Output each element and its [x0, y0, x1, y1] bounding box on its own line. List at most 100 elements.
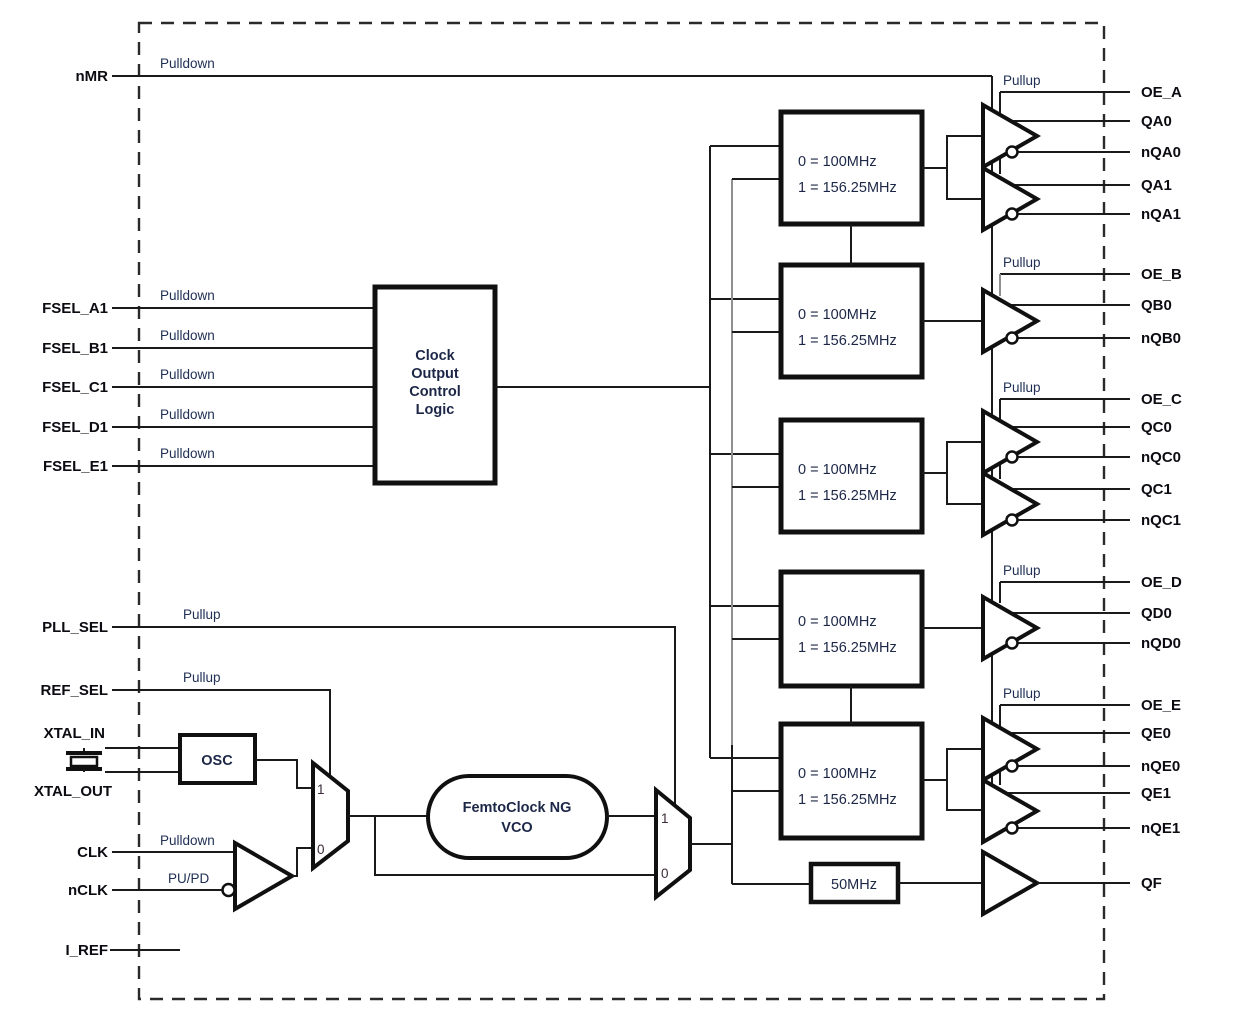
- pin-qc1: QC1: [1141, 481, 1172, 498]
- mux1-input-0-label: 0: [317, 842, 325, 857]
- pin-oe-d: OE_D: [1141, 574, 1182, 591]
- pin-qe0: QE0: [1141, 725, 1171, 742]
- pin-nqc1: nQC1: [1141, 512, 1181, 529]
- pin-xtal-out: XTAL_OUT: [34, 783, 112, 800]
- vco-outline: [426, 774, 609, 860]
- divider-a: [778, 109, 925, 227]
- mux2-input-1-label: 1: [661, 811, 669, 826]
- pin-qc0: QC0: [1141, 419, 1172, 436]
- output-section-d: Pullup OE_D QD0 nQD0: [922, 563, 1182, 663]
- nmr-pulldown-label: Pulldown: [160, 56, 215, 71]
- ref-sel-pullup-label: Pullup: [183, 670, 221, 685]
- clk-pulldown-label: Pulldown: [160, 833, 215, 848]
- buffer-c1-invert-bubble: [1005, 513, 1019, 527]
- buffer-f-triangle: [981, 848, 1042, 918]
- output-section-a: Pullup OE_A QA0 nQA0 QA1 nQA1: [922, 73, 1182, 234]
- pin-qd0: QD0: [1141, 605, 1172, 622]
- fixed-divider-50mhz: 50MHz: [808, 861, 983, 905]
- fsel-b1-pulldown-label: Pulldown: [160, 328, 215, 343]
- left-pin-annotations: Pulldown Pulldown Pulldown Pulldown Pull…: [160, 56, 221, 886]
- pin-nqc0: nQC0: [1141, 449, 1181, 466]
- buffer-e1-invert-bubble: [1005, 821, 1019, 835]
- output-section-f: QF: [981, 848, 1162, 918]
- pin-fsel-c1: FSEL_C1: [42, 379, 108, 396]
- pin-ref-sel: REF_SEL: [40, 682, 108, 699]
- vco-block: FemtoClock NG VCO: [426, 774, 656, 860]
- divider-c-line2: 1 = 156.25MHz: [798, 488, 897, 504]
- divider-d-line1: 0 = 100MHz: [798, 614, 877, 630]
- control-logic-line2: Output: [411, 366, 459, 382]
- pin-qf: QF: [1141, 875, 1162, 892]
- divider-e-line1: 0 = 100MHz: [798, 766, 877, 782]
- pin-nqa1: nQA1: [1141, 206, 1181, 223]
- buffer-c0-invert-bubble: [1005, 450, 1019, 464]
- buffer-d0-invert-bubble: [1005, 636, 1019, 650]
- divider-d-line2: 1 = 156.25MHz: [798, 640, 897, 656]
- reference-mux-body: [311, 758, 350, 873]
- clk-input-buffer: [221, 839, 313, 913]
- buffer-e0-invert-bubble: [1005, 759, 1019, 773]
- divider-d: [778, 569, 925, 689]
- input-buffer-triangle: [233, 839, 296, 913]
- divider-a-line2: 1 = 156.25MHz: [798, 180, 897, 196]
- reference-mux: 1 0: [311, 758, 656, 876]
- pin-nqa0: nQA0: [1141, 144, 1181, 161]
- pin-oe-b: OE_B: [1141, 266, 1182, 283]
- clock-distribution-rails: [709, 145, 811, 885]
- pin-fsel-a1: FSEL_A1: [42, 300, 108, 317]
- oe-d-pullup-label: Pullup: [1003, 563, 1041, 578]
- buffer-b0-invert-bubble: [1005, 331, 1019, 345]
- pin-oe-e: OE_E: [1141, 697, 1181, 714]
- left-pin-wires: [105, 75, 992, 951]
- fixed-divider-label: 50MHz: [831, 877, 877, 893]
- control-logic-outline: [372, 284, 498, 486]
- left-pin-labels: nMR FSEL_A1 FSEL_B1 FSEL_C1 FSEL_D1 FSEL…: [34, 68, 112, 959]
- fsel-c1-pulldown-label: Pulldown: [160, 367, 215, 382]
- osc-block: OSC: [178, 733, 313, 789]
- pin-clk: CLK: [77, 844, 108, 861]
- pin-qa1: QA1: [1141, 177, 1172, 194]
- divider-c-line1: 0 = 100MHz: [798, 462, 877, 478]
- control-logic-line4: Logic: [416, 402, 455, 418]
- pin-oe-a: OE_A: [1141, 84, 1182, 101]
- divider-c: [778, 417, 925, 535]
- pin-qb0: QB0: [1141, 297, 1172, 314]
- mux2-input-0-label: 0: [661, 866, 669, 881]
- oe-b-pullup-label: Pullup: [1003, 255, 1041, 270]
- oe-c-pullup-label: Pullup: [1003, 380, 1041, 395]
- mux1-input-1-label: 1: [317, 782, 325, 797]
- divider-blocks: 0 = 100MHz 1 = 156.25MHz 0 = 100MHz 1 = …: [778, 109, 925, 841]
- control-logic-line3: Control: [409, 384, 461, 400]
- output-section-e: Pullup OE_E QE0 nQE0 QE1 nQE1: [922, 686, 1181, 846]
- output-section-b: Pullup OE_B QB0 nQB0: [922, 255, 1182, 356]
- oe-a-pullup-label: Pullup: [1003, 73, 1041, 88]
- pin-nqb0: nQB0: [1141, 330, 1181, 347]
- buffer-a1-triangle: [981, 164, 1042, 234]
- buffer-a1-invert-bubble: [1005, 207, 1019, 221]
- vco-label-line1: FemtoClock NG: [463, 800, 572, 816]
- pin-nqd0: nQD0: [1141, 635, 1181, 652]
- fsel-e1-pulldown-label: Pulldown: [160, 446, 215, 461]
- pll-bypass-mux: 1 0: [654, 785, 732, 902]
- buffer-a0-invert-bubble: [1005, 145, 1019, 159]
- pll-bypass-mux-body: [654, 785, 692, 902]
- buffer-d0-triangle: [981, 593, 1042, 663]
- pin-nmr: nMR: [76, 68, 109, 85]
- control-logic-line1: Clock: [415, 348, 455, 364]
- output-section-c: Pullup OE_C QC0 nQC0 QC1 nQC1: [922, 380, 1182, 539]
- chip-boundary: [137, 21, 1106, 1001]
- pin-pll-sel: PLL_SEL: [42, 619, 108, 636]
- pll-sel-pullup-label: Pullup: [183, 607, 221, 622]
- divider-b: [778, 262, 925, 380]
- pin-fsel-d1: FSEL_D1: [42, 419, 108, 436]
- oe-e-pullup-label: Pullup: [1003, 686, 1041, 701]
- pin-oe-c: OE_C: [1141, 391, 1182, 408]
- vco-label-line2: VCO: [501, 820, 532, 836]
- pin-nclk: nCLK: [68, 882, 108, 899]
- divider-a-line1: 0 = 100MHz: [798, 154, 877, 170]
- fsel-a1-pulldown-label: Pulldown: [160, 288, 215, 303]
- clock-output-control-logic: Clock Output Control Logic: [372, 284, 710, 486]
- fsel-d1-pulldown-label: Pulldown: [160, 407, 215, 422]
